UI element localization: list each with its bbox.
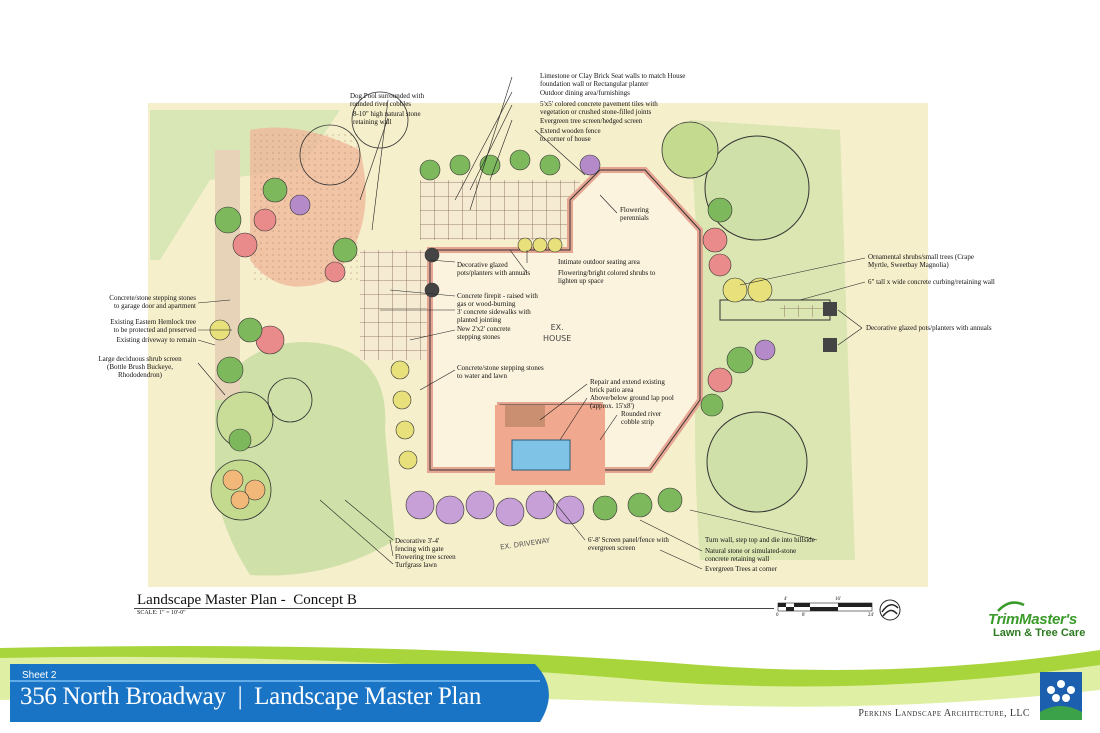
plan-shrubs: [209, 149, 776, 527]
note-stones-garage: Concrete/stone stepping stones to garage…: [109, 294, 196, 310]
scale-label-8: 8': [802, 613, 806, 618]
note-pavement: 5'x5' colored concrete pavement tiles wi…: [540, 100, 658, 116]
plan-scale: SCALE: 1" = 10'-0": [137, 610, 186, 616]
sheet-title: 356 North Broadway | Landscape Master Pl…: [20, 683, 482, 710]
scale-label-24: 24': [868, 613, 874, 618]
note-shrub-screen: Large deciduous shrub screen (Bottle Bru…: [98, 355, 182, 379]
sheet-number: Sheet 2: [22, 670, 57, 681]
note-ornamental: Ornamental shrubs/small trees (Crape Myr…: [868, 253, 974, 269]
plan-title: Landscape Master Plan - Concept B: [137, 592, 357, 608]
leader-lines: [197, 76, 866, 570]
house-label: EX. HOUSE: [543, 323, 572, 343]
note-screen-panel: 6'-8' Screen panel/fence with evergreen …: [588, 536, 669, 552]
note-brick-patio: Repair and extend existing brick patio a…: [590, 378, 665, 394]
brand-tagline: Lawn & Tree Care: [993, 627, 1086, 639]
footer-blue-band: [10, 664, 549, 722]
note-seating: Intimate outdoor seating area: [558, 258, 640, 266]
scale-bar: [777, 602, 873, 612]
scale-label-16: 16': [835, 597, 841, 602]
lawn-west: [215, 342, 395, 576]
note-hemlock: Existing Eastern Hemlock tree to be prot…: [110, 318, 196, 334]
firm-name: Perkins Landscape Architecture, LLC: [858, 708, 1030, 719]
note-perennials: Flowering perennials: [620, 206, 649, 222]
note-wood-fence: Extend wooden fence to corner of house: [540, 127, 601, 143]
brand-name: TrimMaster's: [988, 611, 1077, 628]
note-turf: Turfgrass lawn: [395, 561, 437, 569]
note-stone-wall: 8-10" high natural stone retaining wall: [353, 110, 421, 126]
brand-leaf-icon: [997, 601, 1025, 612]
note-pots-right: Decorative glazed pots/planters with ann…: [866, 324, 992, 332]
note-stepping: New 2'x2' concrete stepping stones: [457, 325, 511, 341]
east-steps: [780, 305, 825, 317]
note-cobble-strip: Rounded river cobble strip: [621, 410, 662, 426]
scale-label-0: 0: [776, 613, 779, 618]
lap-pool: [511, 439, 571, 471]
note-dining: Outdoor dining area/furnishings: [540, 89, 630, 97]
note-firepit: Concrete firepit - raised with gas or wo…: [457, 292, 538, 308]
note-lap-pool: Above/below ground lap pool (approx. 15'…: [590, 394, 674, 410]
note-natural-stone: Natural stone or simulated-stone concret…: [705, 547, 797, 563]
firm-logo-icon: [1040, 672, 1082, 720]
note-curbing: 6" tall x wide concrete curbing/retainin…: [868, 278, 995, 286]
scale-label-4: 4': [784, 597, 788, 602]
note-evergreen-screen: Evergreen tree screen/hedged screen: [540, 117, 643, 125]
note-flowering-shrubs: Flowering/bright colored shrubs to light…: [558, 269, 656, 285]
title-underline: [134, 608, 774, 609]
note-limestone: Limestone or Clay Brick Seat walls to ma…: [540, 72, 686, 88]
north-arrow: [879, 599, 901, 621]
note-turn-wall: Turn wall, step top and die into hillsid…: [705, 536, 815, 544]
planter-pot-1: [823, 302, 837, 316]
footer-band-stripe: [10, 680, 540, 682]
note-decor-fence: Decorative 3'-4' fencing with gate: [395, 537, 444, 553]
note-stones-water: Concrete/stone stepping stones to water …: [457, 364, 544, 380]
note-glazed-pots: Decorative glazed pots/planters with ann…: [457, 261, 531, 277]
note-dog-pool: Dog Pool surrounded with rounded river c…: [350, 92, 425, 108]
note-driveway: Existing driveway to remain: [116, 336, 196, 344]
note-sidewalk: 3' concrete sidewalks with planted joint…: [457, 308, 531, 324]
note-flowering-trees: Flowering tree screen: [395, 553, 456, 561]
note-evergreen-corner: Evergreen Trees at corner: [705, 565, 777, 573]
planter-pot-2: [823, 338, 837, 352]
